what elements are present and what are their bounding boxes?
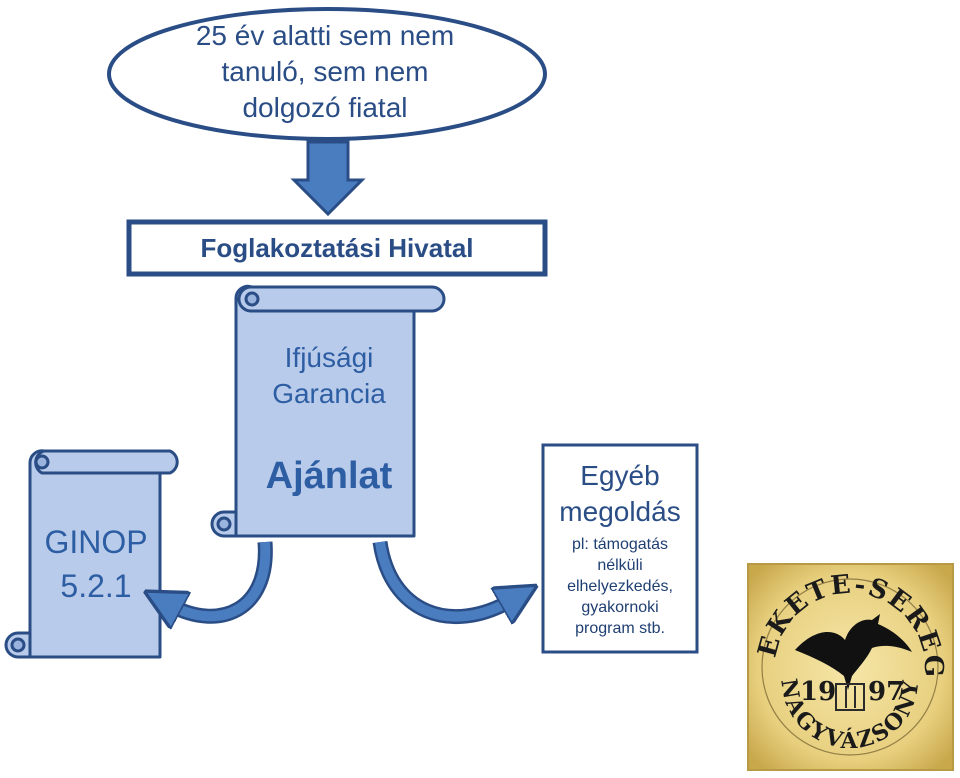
ginop-label: GINOP 5.2.1 (34, 520, 158, 608)
other-detail-line-5: program stb. (575, 620, 665, 637)
down-arrow (290, 140, 366, 217)
youth-guarantee-line-2: Garancia (272, 378, 386, 409)
start-line-2: tanuló, sem nem (221, 56, 429, 87)
ginop-line-2: 5.2.1 (60, 568, 132, 604)
raven-icon (795, 614, 912, 690)
offer-label: Ajánlat (265, 455, 393, 497)
youth-guarantee-scroll (210, 284, 446, 538)
logo-year-left: 19 (800, 677, 836, 707)
start-oval (107, 7, 547, 141)
logo-year-right: 97 (868, 677, 904, 707)
start-line-3: dolgozó fiatal (242, 92, 408, 123)
start-line-1: 25 év alatti sem nem (195, 20, 455, 51)
youth-guarantee-label: Ifjúsági Garancia (244, 340, 414, 412)
youth-guarantee-line-1: Ifjúsági (284, 342, 374, 373)
other-solution-box (541, 443, 699, 654)
other-solution-detail: pl: támogatás nélküli elhelyezkedés, gya… (545, 534, 695, 639)
other-title-line-2: megoldás (559, 496, 681, 527)
ginop-scroll (4, 449, 179, 659)
ginop-line-1: GINOP (44, 524, 148, 560)
other-title-line-1: Egyéb (580, 460, 660, 491)
other-detail-line-1: pl: támogatás (571, 536, 669, 553)
other-detail-line-3: elhelyezkedés, (567, 578, 673, 595)
office-label: Foglakoztatási Hivatal (200, 233, 474, 263)
other-detail-line-4: gyakornoki (581, 599, 659, 616)
other-solution-title: Egyéb megoldás (545, 458, 695, 530)
start-node-text: 25 év alatti sem nem tanuló, sem nem dol… (130, 18, 520, 126)
office-box (126, 219, 548, 277)
other-detail-line-2: nélküli (597, 557, 643, 574)
